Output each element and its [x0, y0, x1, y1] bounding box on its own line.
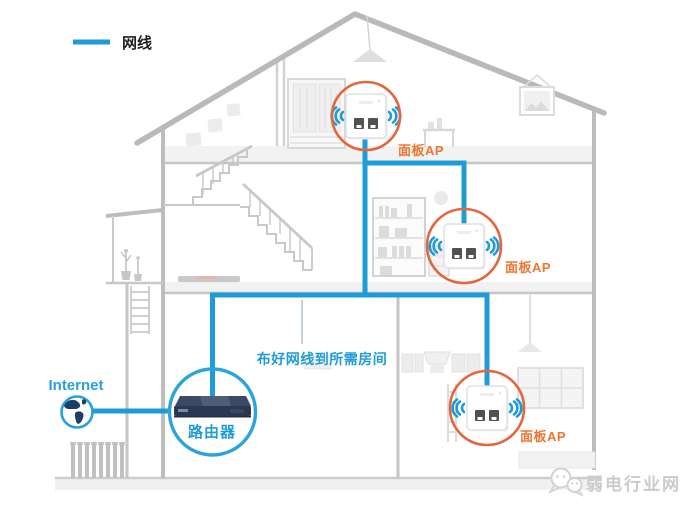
fence — [70, 442, 125, 478]
small-desk — [423, 118, 455, 147]
ap-label-2: 面板AP — [505, 260, 551, 275]
roof — [134, 11, 607, 146]
back-window — [304, 355, 332, 370]
internet: Internet — [48, 377, 104, 429]
router: 路由器 — [167, 367, 258, 457]
wall-pictures — [185, 103, 241, 147]
porch-plants — [120, 249, 142, 281]
wifi-waves-icon — [428, 236, 500, 256]
panel-ap-3 — [448, 369, 526, 447]
panel-ap-1 — [330, 80, 402, 152]
legend-label: 网线 — [122, 34, 152, 52]
kitchen-window — [517, 367, 584, 409]
panel-ap-2 — [425, 207, 503, 285]
picture-frame — [519, 74, 555, 116]
kitchen-cabinets — [401, 351, 481, 373]
trunk-cable — [210, 292, 490, 400]
bookshelf — [372, 197, 426, 277]
legend: 网线 — [73, 34, 152, 52]
bench — [178, 276, 240, 282]
kitchen-pendant-lamp — [518, 295, 542, 352]
ap-label-1: 面板AP — [398, 143, 444, 158]
router-ring — [167, 367, 258, 457]
watermark: 弱电行业网 — [547, 467, 681, 497]
attic-pendant-lamp — [353, 15, 387, 62]
ground-band — [55, 479, 601, 490]
ap-label-3: 面板AP — [520, 429, 566, 444]
wifi-waves-icon — [451, 398, 523, 418]
wardrobe — [287, 78, 346, 149]
ap-ring — [448, 369, 526, 447]
attic-branch-cable — [365, 160, 467, 230]
internet-label: Internet — [48, 377, 103, 394]
counter — [518, 451, 596, 469]
attic-floor-slab — [163, 146, 594, 162]
left-porch — [105, 208, 164, 478]
wall-clock — [434, 191, 448, 205]
watermark-label: 弱电行业网 — [586, 474, 681, 494]
house-outline — [55, 11, 607, 490]
router-label: 路由器 — [188, 423, 236, 441]
second-floor-slab — [163, 282, 594, 293]
ap-ring — [330, 80, 402, 152]
cable-note: 布好网线到所需房间 — [257, 351, 388, 367]
chat-bubbles-icon — [547, 467, 584, 497]
router-device — [174, 396, 251, 418]
globe-icon — [60, 395, 94, 429]
ap-ring — [425, 207, 503, 285]
network-cables — [93, 132, 490, 414]
porch-ladder — [130, 286, 150, 334]
staircase — [163, 144, 313, 271]
